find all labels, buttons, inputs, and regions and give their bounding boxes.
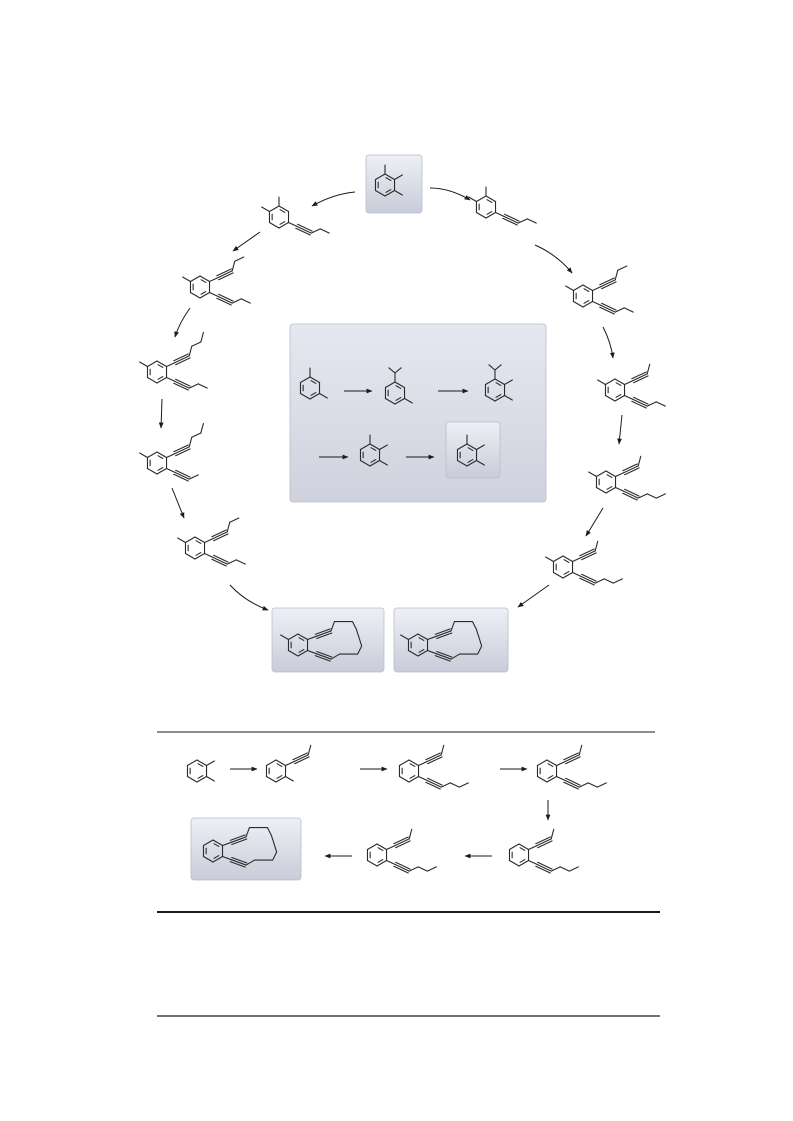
arrow-ccw-2: [232, 231, 261, 252]
panel-molecule-5: [456, 434, 485, 467]
product-box-left: [271, 607, 385, 673]
panel-molecule-1: [299, 367, 328, 400]
arrow-cw-6: [517, 584, 550, 608]
molecule-start: [374, 164, 403, 197]
molecule-cw-5: [545, 540, 623, 586]
arrow-ccw-1: [311, 191, 356, 207]
molecule-cw-3: [597, 363, 666, 409]
table-rules: [157, 731, 660, 1017]
linear-molecule-4: [536, 744, 607, 790]
linear-molecule-5: [508, 828, 579, 874]
linear-molecule-product: [202, 827, 278, 868]
molecule-ccw-5: [177, 517, 246, 567]
highlight-boxes: [190, 154, 547, 881]
molecule-ccw-4: [139, 422, 204, 482]
product-box-right: [393, 607, 509, 673]
panel-molecule-2: [384, 367, 413, 405]
linear-product-box: [190, 817, 302, 881]
arrow-ccw-5: [171, 487, 185, 519]
product-macrocycle-left: [280, 621, 363, 662]
panel-molecule-3: [484, 364, 513, 402]
reaction-arrows: [158, 187, 623, 859]
product-macrocycle-right: [400, 621, 483, 662]
molecule-cw-2: [565, 265, 634, 315]
arrow-cw-3: [602, 326, 615, 359]
linear-molecule-2: [265, 744, 312, 783]
molecules: [139, 164, 666, 874]
molecule-cw-1: [468, 186, 537, 226]
molecule-ccw-3: [139, 331, 208, 391]
linear-molecule-6: [366, 828, 437, 874]
arrow-cw-1: [429, 187, 471, 201]
arrow-ccw-4: [158, 398, 164, 429]
panel-molecule-4: [359, 434, 388, 467]
arrow-cw-5: [585, 507, 604, 537]
arrow-ccw-6: [229, 584, 269, 611]
central-panel: [289, 323, 547, 503]
molecule-cw-4: [588, 455, 666, 501]
arrow-cw-2: [534, 244, 573, 274]
arrow-ccw-3: [174, 307, 191, 338]
molecule-ccw-1: [261, 196, 330, 236]
arrow-cw-4: [617, 414, 623, 445]
molecule-ccw-2: [182, 256, 251, 306]
linear-molecule-3: [398, 744, 469, 790]
linear-molecule-1: [186, 759, 215, 783]
